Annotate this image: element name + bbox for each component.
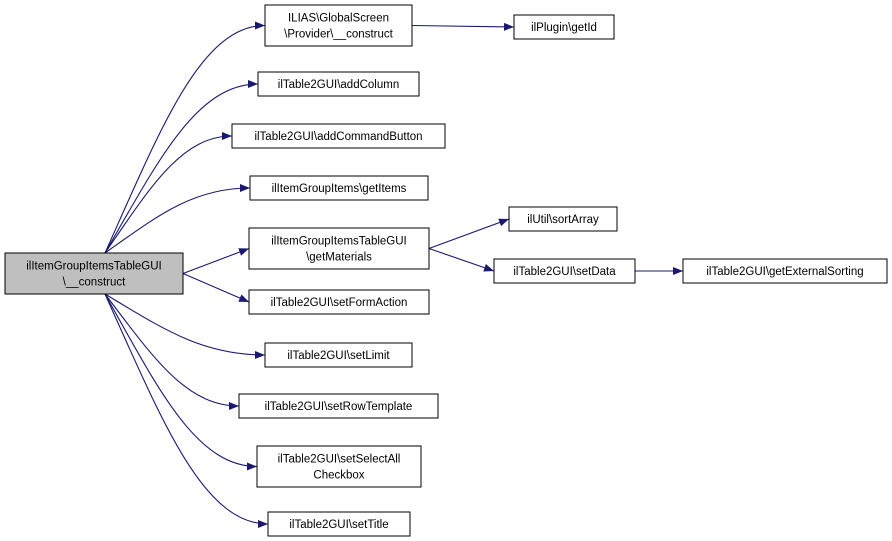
node-label: ilTable2GUI\setLimit bbox=[287, 350, 390, 362]
node-setForm[interactable]: ilTable2GUI\setFormAction bbox=[248, 289, 430, 315]
node-label: ilTable2GUI\setData bbox=[513, 266, 616, 278]
node-box[interactable] bbox=[231, 123, 446, 149]
node-label: ilTable2GUI\addColumn bbox=[278, 79, 399, 91]
node-box[interactable] bbox=[256, 445, 422, 488]
node-setTitle[interactable]: ilTable2GUI\setTitle bbox=[267, 511, 411, 537]
node-setData[interactable]: ilTable2GUI\setData bbox=[493, 258, 636, 284]
edge-root-to-setRow bbox=[104, 293, 240, 410]
node-box[interactable] bbox=[248, 227, 430, 270]
node-label: \Provider\__construct bbox=[284, 29, 393, 41]
node-setLimit[interactable]: ilTable2GUI\setLimit bbox=[264, 342, 413, 368]
node-box[interactable] bbox=[267, 511, 411, 537]
edge-root-to-gs_construct bbox=[104, 21, 266, 254]
node-box[interactable] bbox=[4, 252, 184, 295]
edge-gs_construct-to-getId bbox=[411, 22, 515, 31]
node-addColumn[interactable]: ilTable2GUI\addColumn bbox=[257, 71, 420, 97]
edge-root-to-setTitle bbox=[104, 293, 269, 528]
node-label: ilPlugin\getId bbox=[531, 22, 597, 34]
node-label: ilTable2GUI\setTitle bbox=[289, 519, 388, 531]
node-root[interactable]: ilItemGroupItemsTableGUI \__construct bbox=[4, 252, 184, 295]
node-box[interactable] bbox=[513, 14, 615, 40]
node-label: ilItemGroupItemsTableGUI bbox=[271, 236, 407, 248]
node-label: ilUtil\sortArray bbox=[527, 214, 599, 226]
call-graph-edges bbox=[104, 21, 683, 528]
node-label: ilItemGroupItemsTableGUI bbox=[26, 261, 162, 273]
edge-root-to-addColumn bbox=[104, 80, 259, 254]
node-box[interactable] bbox=[257, 71, 420, 97]
edge-getMat-to-setData bbox=[428, 247, 495, 272]
edge-root-to-getItems bbox=[104, 184, 251, 254]
node-label: ilTable2GUI\setSelectAll bbox=[278, 454, 401, 466]
node-sortArray[interactable]: ilUtil\sortArray bbox=[508, 206, 618, 232]
node-label: ilTable2GUI\setFormAction bbox=[271, 297, 408, 309]
node-label: \getMaterials bbox=[306, 252, 372, 264]
edge-root-to-addCmd bbox=[104, 132, 233, 254]
edge-root-to-setLimit bbox=[104, 293, 266, 359]
edge-root-to-setForm bbox=[182, 272, 250, 303]
edge-root-to-setSel bbox=[104, 293, 258, 471]
node-label: ILIAS\GlobalScreen bbox=[288, 13, 389, 25]
node-box[interactable] bbox=[238, 393, 439, 419]
node-label: ilTable2GUI\setRowTemplate bbox=[265, 401, 413, 413]
node-label: ilTable2GUI\addCommandButton bbox=[254, 131, 422, 143]
node-box[interactable] bbox=[682, 258, 888, 284]
edge-root-to-getMat bbox=[182, 247, 250, 275]
node-getItems[interactable]: ilItemGroupItems\getItems bbox=[249, 175, 429, 201]
node-box[interactable] bbox=[248, 289, 430, 315]
node-getId[interactable]: ilPlugin\getId bbox=[513, 14, 615, 40]
call-graph-nodes: ilItemGroupItemsTableGUI \__construct ILIA… bbox=[4, 4, 888, 537]
node-getMat[interactable]: ilItemGroupItemsTableGUI \getMaterials bbox=[248, 227, 430, 270]
node-box[interactable] bbox=[249, 175, 429, 201]
node-box[interactable] bbox=[264, 342, 413, 368]
node-getExt[interactable]: ilTable2GUI\getExternalSorting bbox=[682, 258, 888, 284]
node-label: ilItemGroupItems\getItems bbox=[272, 183, 407, 195]
node-box[interactable] bbox=[508, 206, 618, 232]
edge-getMat-to-sortArray bbox=[428, 218, 510, 250]
node-label: Checkbox bbox=[313, 470, 364, 482]
node-addCmd[interactable]: ilTable2GUI\addCommandButton bbox=[231, 123, 446, 149]
node-setRow[interactable]: ilTable2GUI\setRowTemplate bbox=[238, 393, 439, 419]
node-box[interactable] bbox=[264, 4, 413, 47]
node-box[interactable] bbox=[493, 258, 636, 284]
node-label: ilTable2GUI\getExternalSorting bbox=[706, 266, 863, 278]
node-label: \__construct bbox=[63, 277, 126, 289]
node-gs_construct[interactable]: ILIAS\GlobalScreen \Provider\__construct bbox=[264, 4, 413, 47]
